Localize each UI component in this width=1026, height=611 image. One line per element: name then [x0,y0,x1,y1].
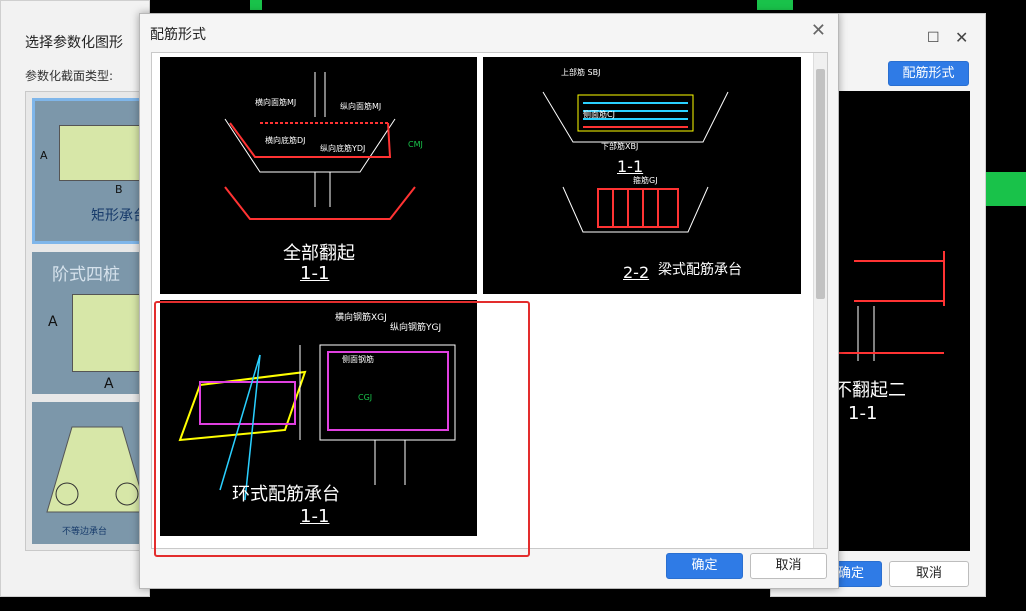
option-section: 1-1 [300,506,330,527]
cad-green-mark [984,172,1026,206]
close-icon[interactable]: ✕ [810,20,826,41]
svg-text:侧面筋CJ: 侧面筋CJ [583,109,615,119]
option-section: 2-2 [623,263,650,282]
svg-text:箍筋GJ: 箍筋GJ [633,175,658,185]
cad-green-mark [250,0,262,10]
svg-text:横向钢筋XGJ: 横向钢筋XGJ [335,311,387,323]
card-label: 阶式四桩 [52,265,120,285]
highlight-box [154,301,530,557]
svg-text:下部筋XBJ: 下部筋XBJ [601,141,638,151]
preview-caption: 不翻起二 [834,380,906,401]
svg-text:纵向钢筋YGJ: 纵向钢筋YGJ [390,321,441,333]
dialog-title: 选择参数化图形 [25,35,123,51]
svg-text:CGJ: CGJ [358,393,372,402]
cad-green-mark [757,0,793,10]
card-label: 矩形承台 [91,208,147,224]
ok-button[interactable]: 确定 [666,553,743,579]
vertical-scrollbar[interactable] [813,53,827,548]
option-full-bend[interactable]: 横向面筋MJ 纵向面筋MJ 横向底筋DJ 纵向底筋YDJ CMJ 全部翻起 1-… [160,57,477,294]
svg-text:横向底筋DJ: 横向底筋DJ [265,135,306,145]
shape-step-preview [72,294,150,372]
close-icon[interactable]: ✕ [955,28,969,47]
section-type-label: 参数化截面类型: [25,69,114,83]
dim-a: A [40,149,48,162]
modal-title: 配筋形式 [150,27,206,43]
option-caption: 全部翻起 [283,243,355,264]
svg-text:CMJ: CMJ [408,140,423,149]
right-cancel-button[interactable]: 取消 [889,561,969,587]
dim-b: B [115,183,123,196]
option-ring-type[interactable]: 横向钢筋XGJ 纵向钢筋YGJ 侧面钢筋 CGJ 环式配筋承台 1-1 [160,300,477,536]
svg-text:侧面钢筋: 侧面钢筋 [342,354,374,364]
dim-a: A [104,376,114,392]
svg-text:纵向面筋MJ: 纵向面筋MJ [340,101,381,111]
preview-section: 1-1 [848,403,878,424]
svg-text:横向面筋MJ: 横向面筋MJ [255,97,296,107]
option-section: 1-1 [617,157,644,176]
shape-rect-preview [59,125,145,181]
shape-card-rect[interactable]: A B 矩形承台 [32,98,150,244]
svg-text:上部筋 SBJ: 上部筋 SBJ [561,67,600,77]
rebar-preview: 不翻起二 1-1 [834,91,970,551]
rebar-form-modal: 配筋形式 ✕ 横向面筋MJ 纵向面筋MJ 横向底筋DJ 纵向底筋YDJ CMJ … [139,13,839,589]
rebar-form-button[interactable]: 配筋形式 [888,61,969,86]
option-caption: 梁式配筋承台 [658,262,742,278]
scroll-thumb[interactable] [816,69,825,299]
shape-list[interactable]: A B 矩形承台 阶式四桩 A A 不等边承台 [25,91,151,551]
option-section: 1-1 [300,263,330,284]
option-grid: 横向面筋MJ 纵向面筋MJ 横向底筋DJ 纵向底筋YDJ CMJ 全部翻起 1-… [151,52,828,549]
shape-card-step[interactable]: 阶式四桩 A A [32,252,150,394]
option-beam-type[interactable]: 上部筋 SBJ 侧面筋CJ 下部筋XBJ 箍筋GJ 1-1 2-2 梁式配筋承台 [483,57,801,294]
svg-text:纵向底筋YDJ: 纵向底筋YDJ [320,143,365,153]
maximize-icon[interactable]: ☐ [927,30,940,46]
cancel-button[interactable]: 取消 [750,553,827,579]
parametric-shape-dialog: 选择参数化图形 参数化截面类型: A B 矩形承台 阶式四桩 A A 不等边承台 [0,0,151,597]
card-label: 不等边承台 [62,527,108,537]
shape-card-unequal[interactable]: 不等边承台 [32,402,150,544]
option-caption: 环式配筋承台 [232,484,340,505]
dim-a: A [48,314,58,330]
